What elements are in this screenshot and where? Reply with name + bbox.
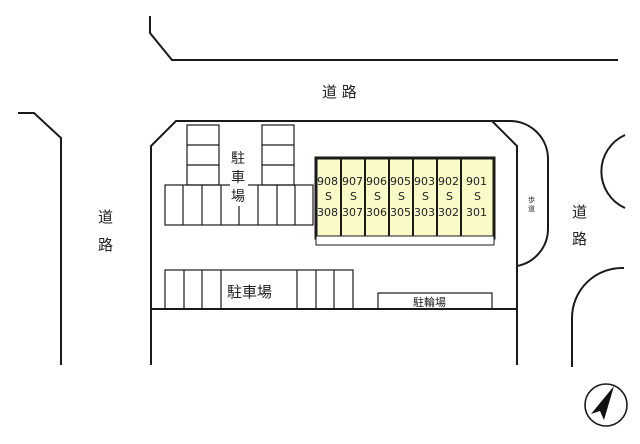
svg-text:S: S (474, 190, 481, 203)
svg-text:902: 902 (438, 175, 459, 188)
road-label-top: 道 路 (322, 83, 357, 101)
site-boundary-right (491, 120, 518, 365)
svg-text:907: 907 (342, 175, 363, 188)
svg-text:S: S (446, 190, 453, 203)
road-label-right-2: 路 (572, 230, 587, 248)
road-edge-left (18, 112, 62, 365)
road-label-left-2: 路 (98, 236, 113, 254)
site-boundary (150, 120, 492, 365)
svg-text:S: S (374, 190, 381, 203)
road-label-right-1: 道 (572, 203, 587, 221)
apartment-building: 908 S 308 907 S 307 906 S 306 905 S 305 … (314, 156, 496, 246)
svg-text:903: 903 (414, 175, 435, 188)
parking-upper: 駐 車 場 (164, 124, 314, 226)
road-curve-upper-right (600, 134, 626, 209)
svg-text:S: S (398, 190, 405, 203)
svg-text:305: 305 (390, 206, 411, 219)
unit-905-305: 905 S 305 (390, 175, 411, 219)
unit-908-308: 908 S 308 (317, 175, 338, 219)
svg-text:S: S (350, 190, 357, 203)
sidewalk-label-2: 道 (528, 204, 535, 213)
sidewalk-label-1: 歩 (528, 195, 535, 204)
unit-907-307: 907 S 307 (342, 175, 363, 219)
svg-text:905: 905 (390, 175, 411, 188)
parking-lower: 駐車場 (164, 269, 354, 310)
svg-text:307: 307 (342, 206, 363, 219)
parking-upper-label-1: 駐 (231, 151, 245, 167)
svg-text:901: 901 (466, 175, 487, 188)
sidewalk-outline (492, 120, 550, 267)
svg-text:303: 303 (414, 206, 435, 219)
svg-text:306: 306 (366, 206, 387, 219)
svg-text:308: 308 (317, 206, 338, 219)
svg-text:S: S (422, 190, 429, 203)
road-label-left-1: 道 (98, 208, 113, 226)
bicycle-parking: 駐輪場 (377, 292, 493, 310)
parking-upper-label-3: 場 (231, 189, 245, 205)
svg-text:301: 301 (466, 206, 487, 219)
unit-902-302: 902 S 302 (438, 175, 459, 219)
bicycle-parking-label: 駐輪場 (413, 295, 446, 309)
north-arrow-icon (584, 383, 628, 427)
svg-text:906: 906 (366, 175, 387, 188)
parking-upper-label-2: 車 (231, 169, 245, 186)
parking-lower-label: 駐車場 (227, 283, 272, 301)
svg-text:S: S (325, 190, 332, 203)
road-curve-lower-right (571, 266, 625, 367)
road-edge-top (149, 16, 618, 61)
svg-text:908: 908 (317, 175, 338, 188)
svg-text:302: 302 (438, 206, 459, 219)
unit-901-301: 901 S 301 (466, 175, 487, 219)
unit-906-306: 906 S 306 (366, 175, 387, 219)
unit-903-303: 903 S 303 (414, 175, 435, 219)
